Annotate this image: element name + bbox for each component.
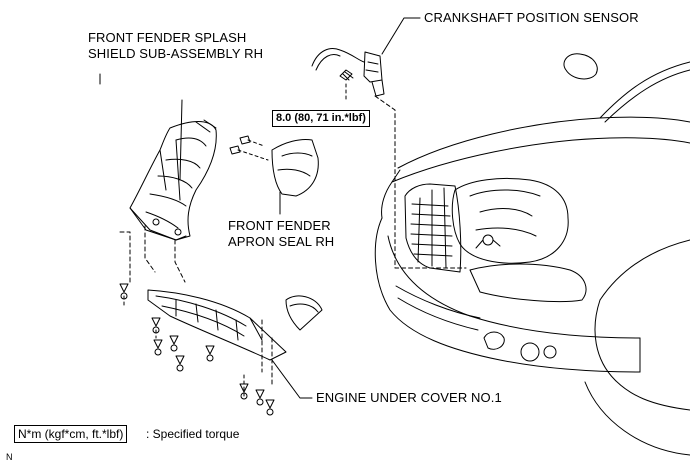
crankshaft-sensor-part: [311, 17, 467, 269]
bolt: [255, 389, 265, 406]
legend-unit-box: N*m (kgf*cm, ft.*lbf): [14, 425, 128, 443]
bolt: [169, 335, 179, 352]
apron-seal-part: [229, 135, 319, 215]
splash-shield-part: [119, 99, 217, 283]
crankshaft-sensor-label: CRANKSHAFT POSITION SENSOR: [424, 10, 639, 25]
torque-spec-box: 8.0 (80, 71 in.*lbf): [272, 110, 370, 127]
legend-description: : Specified torque: [146, 427, 240, 441]
bolt: [265, 399, 275, 416]
splash-shield-label-line1: FRONT FENDER SPLASH: [88, 30, 247, 45]
apron-seal-label-line1: FRONT FENDER: [228, 218, 331, 233]
apron-seal-label-line2: APRON SEAL RH: [228, 234, 335, 249]
bolt: [205, 345, 215, 362]
bolt: [175, 355, 185, 372]
under-cover-part: [147, 289, 323, 399]
figure-code: N: [6, 452, 13, 462]
under-cover-label: ENGINE UNDER COVER NO.1: [316, 390, 502, 405]
bolts-group: [119, 283, 275, 416]
splash-shield-label-line2: SHIELD SUB-ASSEMBLY RH: [88, 46, 264, 61]
bolt: [153, 339, 163, 356]
bolt: [239, 383, 249, 400]
